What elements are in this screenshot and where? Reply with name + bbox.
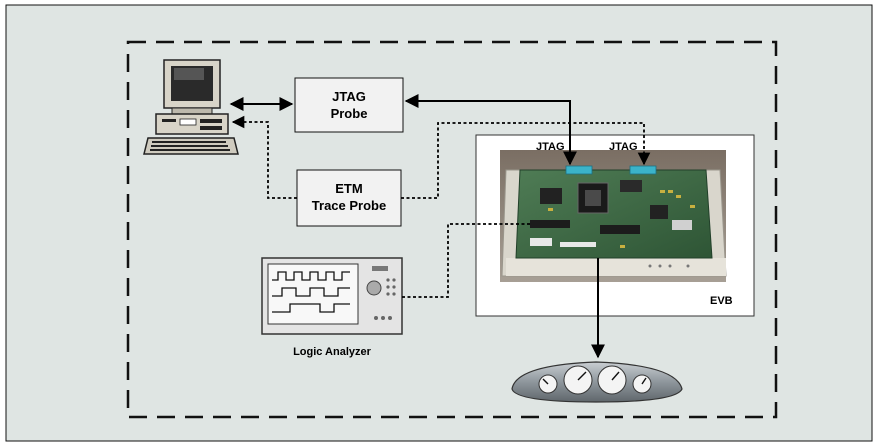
link-etm-probe-board: [401, 122, 651, 199]
computer-icon: [143, 59, 239, 155]
jtag-probe-label-line1: JTAG: [332, 89, 366, 104]
link-jtag-probe-board: [404, 94, 577, 166]
logic-analyzer-icon: [261, 257, 403, 335]
jtag-port-label-left: JTAG: [536, 141, 565, 153]
jtag-port-label-right: JTAG: [609, 141, 638, 153]
link-logic-analyzer-board: [402, 223, 530, 298]
etm-probe-label-line2: Trace Probe: [312, 198, 386, 213]
system-boundary: [126, 40, 778, 419]
etm-trace-probe-box: ETM Trace Probe: [296, 169, 402, 227]
evb-label: EVB: [710, 295, 733, 307]
logic-analyzer-label: Logic Analyzer: [293, 346, 372, 358]
link-etm-probe-computer: [231, 115, 297, 199]
etm-probe-label-line1: ETM: [335, 181, 362, 196]
jtag-probe-box: JTAG Probe: [294, 77, 404, 133]
instrument-cluster-icon: [511, 361, 683, 403]
jtag-probe-label-line2: Probe: [331, 106, 368, 121]
evaluation-board-image: [500, 150, 727, 282]
